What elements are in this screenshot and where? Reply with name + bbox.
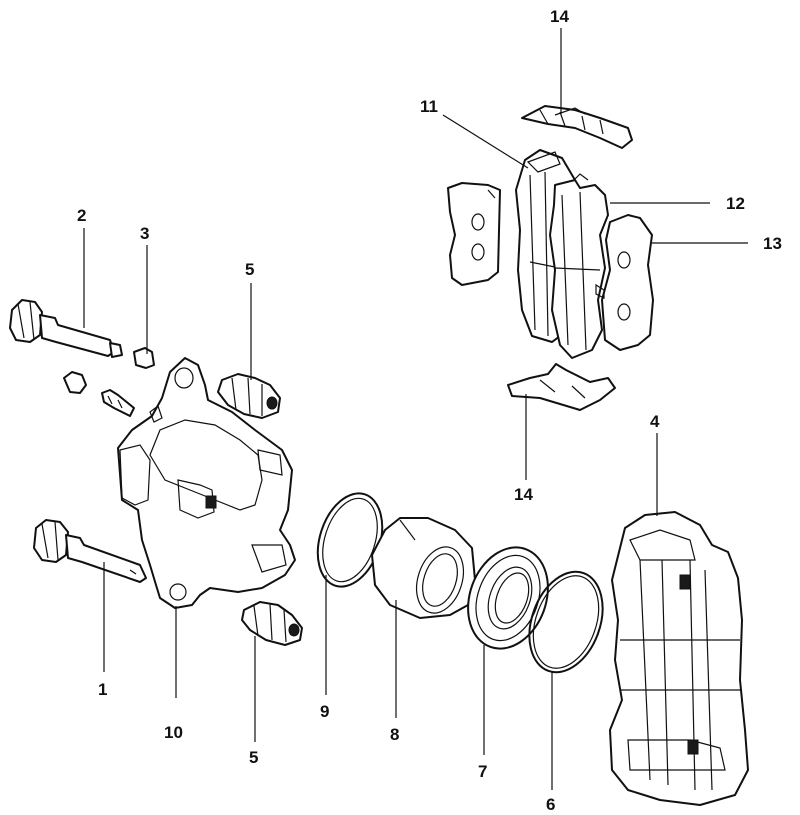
- callout-4: 4: [650, 412, 660, 431]
- part-11-pad-shim: [447, 182, 501, 286]
- part-5-lower-dust-boot: [241, 601, 303, 646]
- part-10-caliper-housing: [117, 357, 296, 609]
- callout-6: 6: [546, 795, 555, 814]
- part-14-lower-spring-clip: [507, 363, 616, 411]
- callout-13: 13: [763, 234, 782, 253]
- part-1-guide-pin-bolt: [33, 519, 147, 583]
- callout-8: 8: [390, 725, 399, 744]
- callout-5-lower: 5: [249, 748, 258, 767]
- bleeder-screw-and-cap: [63, 371, 135, 417]
- callout-10: 10: [164, 723, 183, 742]
- leader-lines: [83, 28, 748, 790]
- part-8-caliper-piston: [371, 517, 476, 619]
- part-5-upper-dust-boot: [217, 373, 281, 419]
- part-3-bushing: [133, 347, 155, 369]
- callout-labels: 14 11 12 13 2 3 5 14 4 1 10 5 9 8 7 6: [77, 7, 782, 814]
- callout-3: 3: [140, 224, 149, 243]
- part-7-piston-dust-seal: [467, 546, 549, 650]
- part-6-piston-seal-o-ring: [528, 570, 604, 674]
- part-13-shim-plate: [595, 214, 654, 351]
- callout-11: 11: [420, 97, 438, 116]
- callout-2: 2: [77, 206, 86, 225]
- callout-9: 9: [320, 702, 329, 721]
- part-12-inner-brake-pad: [549, 173, 609, 359]
- callout-12: 12: [726, 194, 745, 213]
- callout-14-top: 14: [550, 7, 569, 26]
- part-4-caliper-carrier-bracket: [609, 511, 749, 806]
- callout-14-bottom: 14: [514, 485, 533, 504]
- part-14-upper-spring-clip: [521, 105, 633, 149]
- callout-7: 7: [478, 762, 487, 781]
- part-2-guide-pin-bolt: [9, 299, 123, 358]
- callout-1: 1: [98, 680, 107, 699]
- callout-5-upper: 5: [245, 260, 254, 279]
